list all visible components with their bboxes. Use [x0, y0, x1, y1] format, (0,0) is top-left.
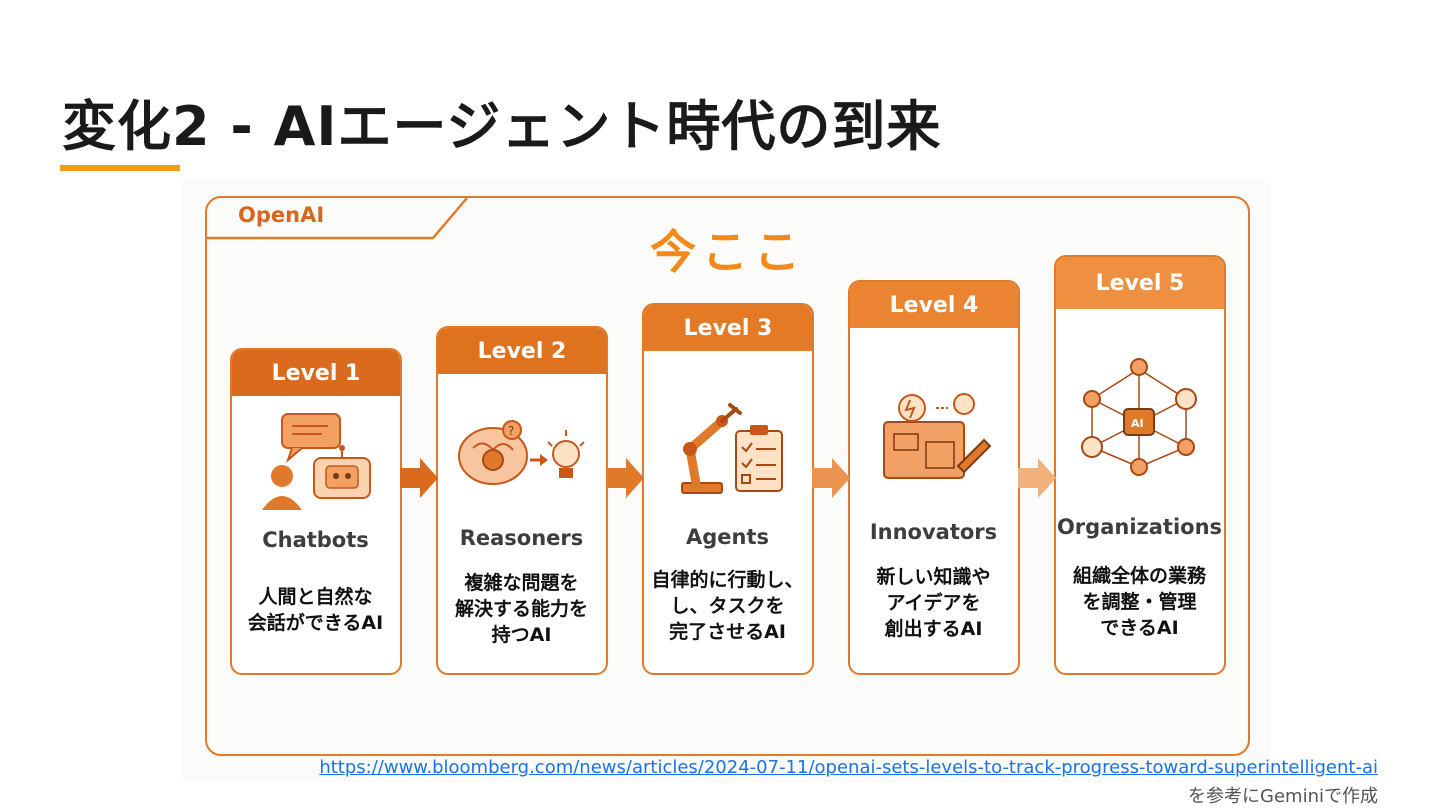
progression-arrow-3 [812, 456, 852, 500]
chat-bubbles-person-robot-icon [232, 412, 399, 522]
level-header-1: Level 1 [232, 350, 400, 396]
level-desc-4: 新しい知識や アイデアを 創出するAI [850, 564, 1017, 642]
level-card-5: Level 5 AI Organizations 組織全体の業務 を調整・管理 … [1054, 255, 1226, 675]
progression-arrow-1 [400, 456, 440, 500]
level-card-4: Level 4 Innovators 新しい知識や アイデアを 創出するAI [848, 280, 1020, 675]
level-name-1: Chatbots [232, 528, 399, 552]
level-header-2: Level 2 [438, 328, 606, 374]
level-header-3: Level 3 [644, 305, 812, 351]
current-position-marker: 今ここ [650, 216, 806, 282]
level-desc-2: 複雑な問題を 解決する能力を 持つAI [438, 570, 605, 648]
brain-gears-lightbulb-icon: ? [438, 408, 605, 518]
level-card-3: Level 3 Agents 自律的に行動し、 し、タスクを 完了させるAI [642, 303, 814, 675]
level-header-5: Level 5 [1056, 257, 1224, 309]
slide-title: 変化2 - AIエージェント時代の到来 [62, 82, 941, 161]
lightbulb-blueprint-icon [850, 382, 1017, 492]
level-desc-1: 人間と自然な 会話ができるAI [232, 584, 399, 636]
progression-arrow-4 [1018, 456, 1058, 500]
level-name-4: Innovators [850, 520, 1017, 544]
ai-network-organization-icon: AI [1056, 349, 1223, 479]
source-link[interactable]: https://www.bloomberg.com/news/articles/… [319, 757, 1378, 778]
level-desc-3: 自律的に行動し、 し、タスクを 完了させるAI [644, 567, 811, 645]
level-card-1: Level 1 Chatbots 人間と自然な 会話ができるAI [230, 348, 402, 675]
level-name-2: Reasoners [438, 526, 605, 550]
robot-arm-checklist-icon [644, 391, 811, 501]
svg-text:?: ? [508, 424, 514, 438]
svg-text:AI: AI [1131, 417, 1144, 430]
level-name-5: Organizations [1056, 515, 1223, 539]
level-name-3: Agents [644, 525, 811, 549]
progression-arrow-2 [606, 456, 646, 500]
source-note: を参考にGeminiで作成 [1188, 782, 1378, 808]
level-card-2: Level 2 ? Reasoners 複雑な問題を 解決する能力を 持つAI [436, 326, 608, 675]
level-desc-5: 組織全体の業務 を調整・管理 できるAI [1056, 563, 1223, 641]
level-header-4: Level 4 [850, 282, 1018, 328]
openai-label: OpenAI [238, 203, 324, 227]
title-underline [60, 165, 180, 171]
